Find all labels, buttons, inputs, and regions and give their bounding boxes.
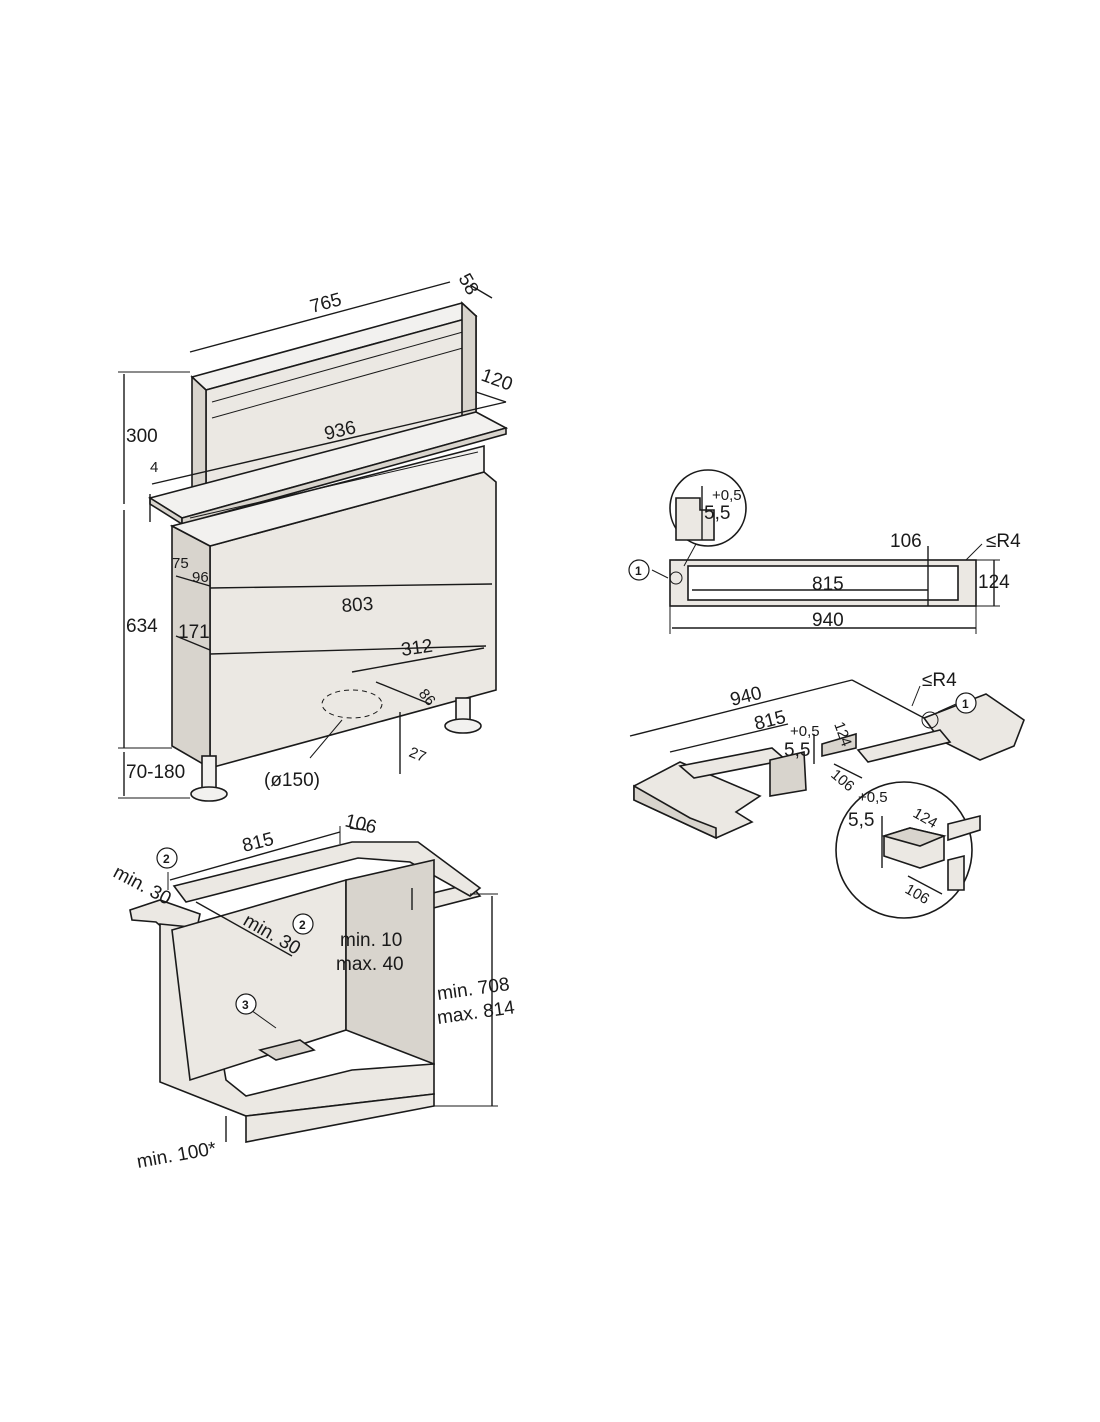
cabinet-right-wall — [345, 858, 435, 1066]
callout-2-left: 2 — [156, 847, 178, 869]
dim-min-10: min. 10 — [340, 930, 402, 951]
dim-max-40: max. 40 — [336, 954, 404, 975]
dim-96: 96 — [192, 569, 209, 586]
svg-text:1: 1 — [635, 564, 642, 578]
dim-70-180: 70-180 — [126, 762, 185, 783]
dim-815-top: 815 — [812, 574, 844, 595]
dim-4: 4 — [150, 459, 158, 476]
dim-rebate-top: 5,5 — [704, 503, 730, 524]
dim-r4-top: ≤R4 — [986, 531, 1021, 552]
callout-1-top: 1 — [628, 559, 650, 581]
detail-circle — [835, 781, 981, 919]
callout-2-mid: 2 — [292, 913, 314, 935]
cutout-top-view — [651, 469, 1000, 634]
dim-tolerance-iso: +0,5 — [790, 723, 820, 740]
hood-illustration — [118, 281, 509, 802]
dim-765: 765 — [308, 289, 344, 317]
cutout-block-a — [769, 751, 807, 797]
worktop-inner-right — [856, 729, 952, 763]
dim-940-iso: 940 — [728, 683, 764, 711]
dim-815-cabinet: 815 — [240, 829, 276, 857]
cutout-isometric — [629, 679, 1025, 840]
dim-120: 120 — [478, 365, 515, 396]
dim-815-iso: 815 — [752, 707, 788, 735]
callout-3: 3 — [235, 993, 257, 1015]
dim-940-top: 940 — [812, 610, 844, 631]
dim-803: 803 — [341, 594, 374, 617]
dim-58: 58 — [454, 270, 483, 299]
cutout-block-b — [821, 732, 857, 758]
foot-left — [201, 755, 217, 791]
dim-rebate-detail: 5,5 — [848, 810, 874, 831]
dim-min-30-left: min. 30 — [110, 862, 175, 910]
dim-300: 300 — [126, 426, 158, 447]
svg-text:2: 2 — [299, 918, 306, 932]
dim-106-cabinet: 106 — [343, 810, 379, 838]
cutout-inner-opening — [687, 565, 959, 601]
dim-27: 27 — [407, 744, 429, 766]
dim-75: 75 — [172, 555, 189, 572]
dim-106-iso: 106 — [827, 766, 857, 795]
svg-text:3: 3 — [242, 998, 249, 1012]
dim-124-top: 124 — [978, 572, 1010, 593]
outlet-ellipse — [321, 689, 383, 719]
dim-r4-iso: ≤R4 — [922, 670, 957, 691]
cabinet-back-frame — [172, 841, 482, 903]
dim-312: 312 — [400, 636, 434, 661]
dim-634: 634 — [126, 616, 158, 637]
svg-text:2: 2 — [163, 852, 170, 866]
dim-106-top: 106 — [890, 531, 922, 552]
dim-tolerance-detail: +0,5 — [858, 789, 888, 806]
callout-1-iso: 1 — [955, 692, 977, 714]
svg-text:1: 1 — [962, 697, 969, 711]
dim-tolerance-top: +0,5 — [712, 487, 742, 504]
cabinet-floor-cutout — [257, 1039, 316, 1061]
dim-171: 171 — [178, 622, 210, 643]
dim-outlet-diameter: (ø150) — [264, 770, 320, 791]
dim-plinth: min. 100* — [135, 1138, 218, 1173]
dim-rebate-iso: 5,5 — [784, 740, 810, 761]
